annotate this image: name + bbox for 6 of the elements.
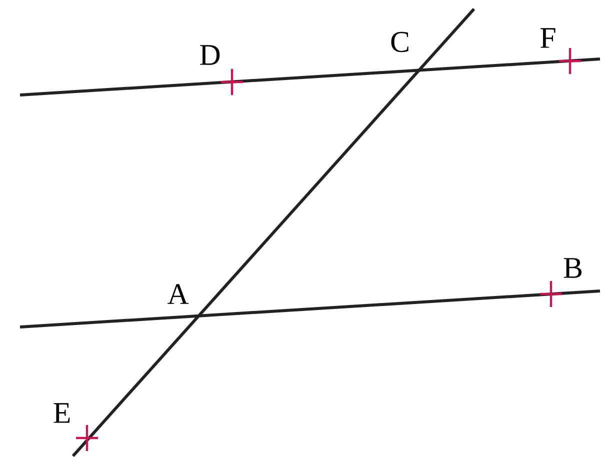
point-label: B — [564, 258, 582, 278]
point-label: F — [540, 28, 556, 48]
point-label: C — [391, 32, 408, 52]
point-label: D — [200, 45, 220, 65]
point-label: E — [54, 403, 70, 423]
point-label: A — [167, 284, 189, 304]
